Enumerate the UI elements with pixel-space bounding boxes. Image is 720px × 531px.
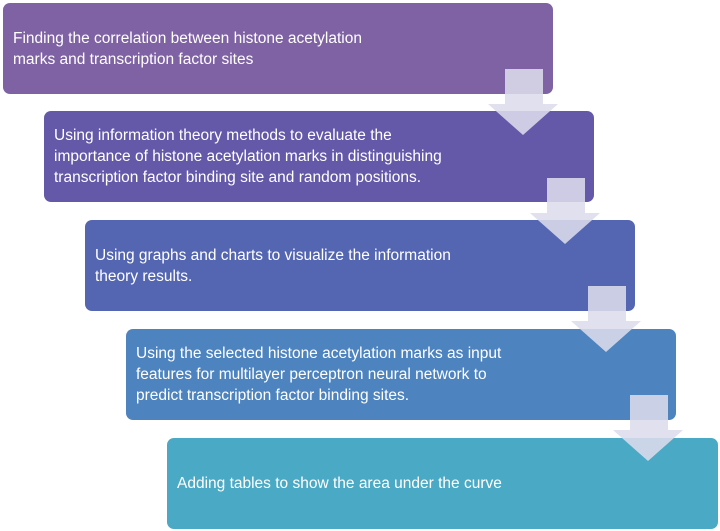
step-3-text: Using graphs and charts to visualize the…: [95, 246, 451, 285]
step-2-box: Using information theory methods to eval…: [44, 111, 594, 202]
step-5-text: Adding tables to show the area under the…: [177, 475, 502, 492]
step-1-box: Finding the correlation between histone …: [3, 3, 553, 94]
down-arrow-icon: [613, 395, 683, 461]
down-arrow-icon: [488, 69, 558, 135]
step-2-text: Using information theory methods to eval…: [54, 127, 442, 186]
step-5-box: Adding tables to show the area under the…: [167, 438, 718, 529]
step-4-box: Using the selected histone acetylation m…: [126, 329, 676, 420]
down-arrow-icon: [530, 178, 600, 244]
step-4-text: Using the selected histone acetylation m…: [136, 345, 502, 404]
step-3-box: Using graphs and charts to visualize the…: [85, 220, 635, 311]
step-1-text: Finding the correlation between histone …: [13, 29, 362, 68]
down-arrow-icon: [571, 286, 641, 352]
